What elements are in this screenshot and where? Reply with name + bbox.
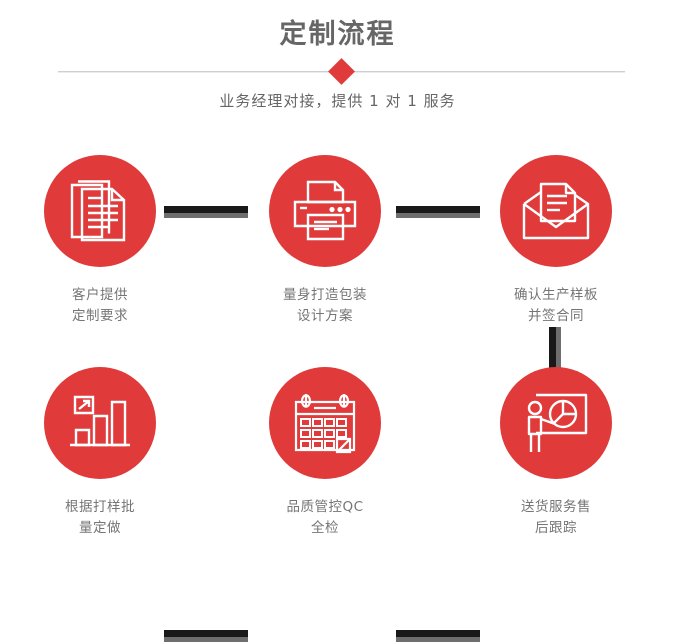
page-title: 定制流程 bbox=[279, 19, 396, 50]
divider bbox=[58, 58, 625, 85]
connector-shadow bbox=[164, 213, 248, 218]
connector-bar bbox=[396, 206, 480, 213]
connector-bar bbox=[164, 206, 248, 213]
step-6-label-line1: 送货服务售 bbox=[521, 499, 591, 515]
connector-step5-step6 bbox=[396, 630, 480, 642]
step-4-label-line1: 根据打样批 bbox=[65, 499, 135, 515]
step-3[interactable]: 确认生产样板 并签合同 bbox=[466, 155, 646, 327]
step-4-label-line2: 量定做 bbox=[79, 520, 121, 536]
step-3-label-line2: 并签合同 bbox=[528, 308, 584, 324]
connector-step4-step5 bbox=[164, 630, 248, 642]
steps-row-2: 根据打样批 量定做 bbox=[0, 367, 675, 642]
step-4-label: 根据打样批 量定做 bbox=[10, 497, 190, 539]
connector-shadow bbox=[396, 213, 480, 218]
step-5-label-line2: 全检 bbox=[311, 520, 339, 536]
step-1-circle bbox=[44, 155, 156, 267]
step-5-circle bbox=[269, 367, 381, 479]
connector-shadow bbox=[396, 637, 480, 642]
connector-shadow bbox=[556, 327, 561, 371]
step-3-label-line1: 确认生产样板 bbox=[514, 287, 598, 303]
step-3-circle bbox=[500, 155, 612, 267]
page-subtitle: 业务经理对接，提供 1 对 1 服务 bbox=[219, 92, 456, 110]
steps-container: 客户提供 定制要求 bbox=[0, 150, 675, 642]
step-4[interactable]: 根据打样批 量定做 bbox=[10, 367, 190, 539]
step-2-label-line1: 量身打造包装 bbox=[283, 287, 367, 303]
step-1-label-line1: 客户提供 bbox=[72, 287, 128, 303]
step-2-circle bbox=[269, 155, 381, 267]
step-6-label-line2: 后跟踪 bbox=[535, 520, 577, 536]
step-5-label-line1: 品质管控QC bbox=[286, 499, 364, 515]
step-5[interactable]: 品质管控QC 全检 bbox=[235, 367, 415, 539]
step-3-label: 确认生产样板 并签合同 bbox=[466, 285, 646, 327]
steps-row-1: 客户提供 定制要求 bbox=[0, 155, 675, 345]
diamond-icon bbox=[327, 58, 355, 85]
step-1[interactable]: 客户提供 定制要求 bbox=[10, 155, 190, 327]
step-5-label: 品质管控QC 全检 bbox=[235, 497, 415, 539]
step-2-label: 量身打造包装 设计方案 bbox=[235, 285, 415, 327]
connector-shadow bbox=[164, 637, 248, 642]
step-1-label: 客户提供 定制要求 bbox=[10, 285, 190, 327]
step-1-label-line2: 定制要求 bbox=[72, 308, 128, 324]
step-6[interactable]: 送货服务售 后跟踪 bbox=[466, 367, 646, 539]
step-2[interactable]: 量身打造包装 设计方案 bbox=[235, 155, 415, 327]
header: 定制流程 业务经理对接，提供 1 对 1 服务 bbox=[0, 0, 675, 130]
connector-bar bbox=[396, 630, 480, 637]
step-4-circle bbox=[44, 367, 156, 479]
connector-bar bbox=[164, 630, 248, 637]
connector-bar bbox=[549, 327, 556, 371]
connector-step3-step4 bbox=[549, 327, 561, 371]
connector-step2-step3 bbox=[396, 206, 480, 218]
connector-step1-step2 bbox=[164, 206, 248, 218]
step-2-label-line2: 设计方案 bbox=[297, 308, 353, 324]
step-6-circle bbox=[500, 367, 612, 479]
step-6-label: 送货服务售 后跟踪 bbox=[466, 497, 646, 539]
